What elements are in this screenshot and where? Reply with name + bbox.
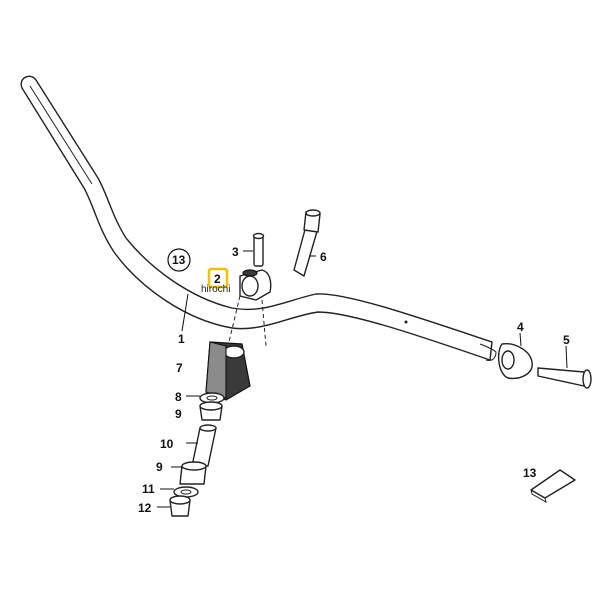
label-2: 2 [214, 272, 221, 286]
label-1: 1 [178, 332, 185, 346]
end-weight-screw[interactable] [537, 367, 592, 389]
label-7: 7 [176, 361, 183, 375]
label-8: 8 [175, 390, 182, 404]
leader-lines [157, 250, 568, 508]
label-5: 5 [563, 333, 570, 347]
kit-circle [167, 248, 191, 272]
label-10: 10 [160, 437, 174, 451]
assembly-guides [227, 295, 267, 347]
label-6: 6 [320, 250, 327, 264]
watermark: hirochi [201, 284, 230, 295]
long-bolt[interactable] [293, 209, 321, 277]
sleeve[interactable] [191, 424, 217, 467]
label-9-lower: 9 [156, 460, 163, 474]
label-11: 11 [142, 482, 155, 496]
kit-pad[interactable] [530, 469, 576, 504]
bushing-upper[interactable] [199, 401, 223, 421]
nut[interactable] [169, 495, 191, 517]
riser[interactable] [205, 341, 251, 401]
handlebar[interactable] [20, 75, 497, 361]
highlight-box [207, 267, 229, 289]
label-4: 4 [517, 320, 524, 334]
upper-clamp[interactable] [239, 269, 272, 301]
bushing-lower[interactable] [179, 461, 207, 485]
label-13-circled: 13 [172, 253, 186, 267]
label-13-pad: 13 [523, 466, 537, 480]
clamp-bolt[interactable] [252, 232, 265, 267]
bar-end-weight[interactable] [497, 343, 533, 380]
label-9-upper: 9 [175, 407, 182, 421]
label-12: 12 [138, 501, 152, 515]
label-3: 3 [232, 245, 239, 259]
